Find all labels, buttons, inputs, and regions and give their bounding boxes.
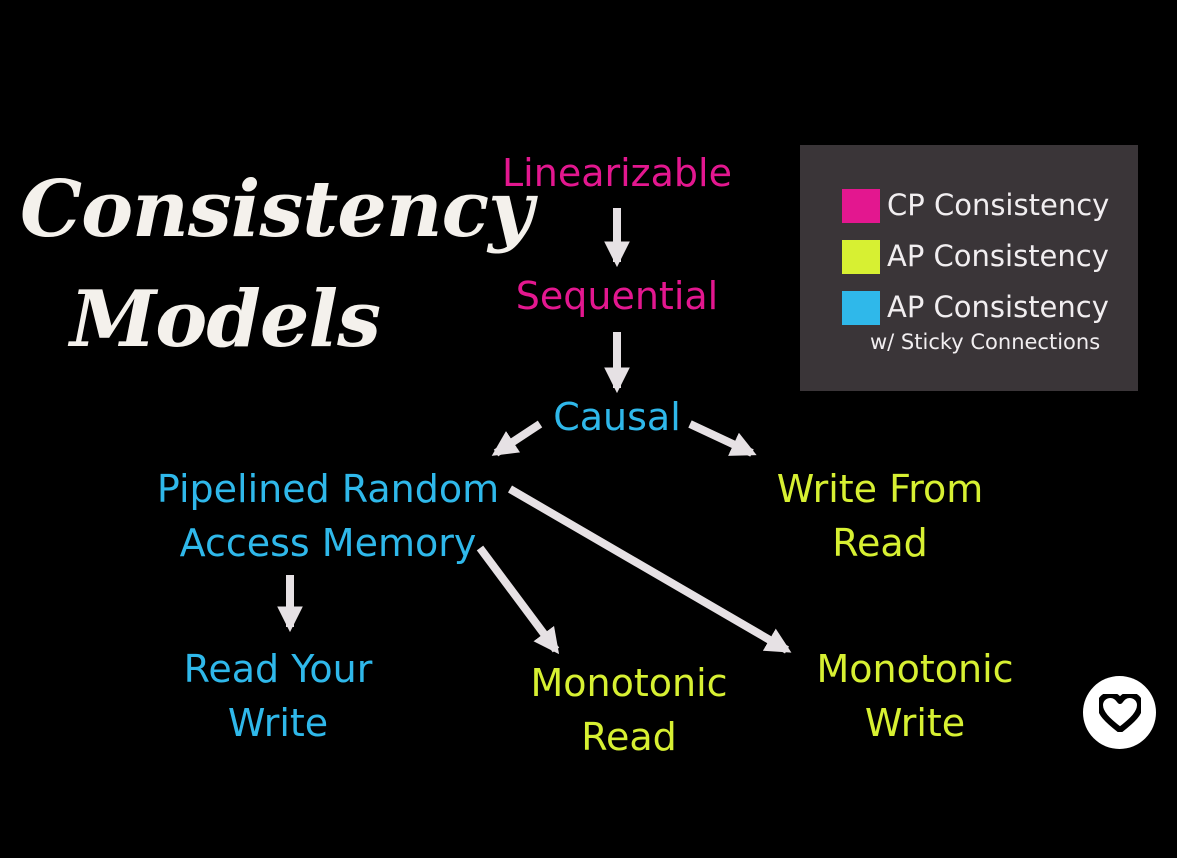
node-write-from-read-line-1: Write From	[776, 467, 984, 511]
node-sequential: Sequential	[515, 274, 719, 318]
legend-label-cp: CP Consistency	[887, 188, 1110, 222]
legend-swatch-cp	[842, 189, 880, 223]
arrow-causal-to-pram	[491, 420, 543, 457]
node-monotonic-write-line-1: Monotonic	[816, 647, 1014, 691]
legend: CP Consistency AP Consistency AP Consist…	[800, 145, 1138, 391]
node-read-your-write-line-2: Write	[227, 701, 329, 745]
node-monotonic-read-line-2: Read	[581, 715, 677, 759]
node-pram-line-1: Pipelined Random	[156, 467, 500, 511]
heart-icon	[1099, 694, 1141, 732]
like-button[interactable]	[1083, 676, 1156, 749]
slide-title-line-2: Models	[69, 274, 381, 365]
legend-label-sticky: AP Consistency	[887, 290, 1109, 324]
node-causal: Causal	[553, 395, 681, 439]
node-write-from-read-line-2: Read	[832, 521, 928, 565]
legend-swatch-ap	[842, 240, 880, 274]
arrow-pram-to-monotonic-write	[507, 485, 792, 654]
legend-sublabel-sticky: w/ Sticky Connections	[870, 330, 1101, 354]
legend-swatch-sticky	[842, 291, 880, 325]
node-pram-line-2: Access Memory	[179, 521, 477, 565]
node-read-your-write-line-1: Read Your	[183, 647, 373, 691]
node-monotonic-write-line-2: Write	[864, 701, 966, 745]
node-monotonic-read-line-1: Monotonic	[530, 661, 728, 705]
node-linearizable: Linearizable	[502, 151, 732, 195]
arrow-causal-to-write-from-read	[688, 420, 757, 457]
legend-label-ap: AP Consistency	[887, 239, 1109, 273]
arrow-pram-to-monotonic-read	[476, 545, 560, 655]
